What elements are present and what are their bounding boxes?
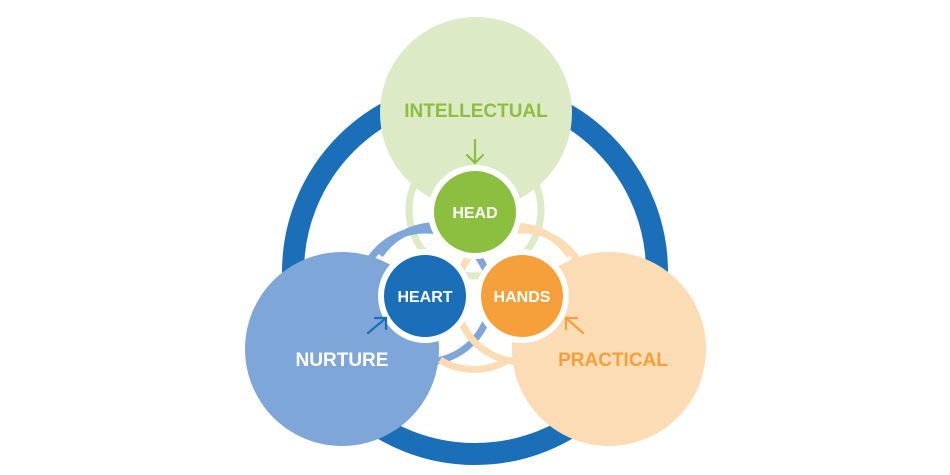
heart-label: HEART xyxy=(397,289,452,306)
arrow-nurture-to-heart-icon xyxy=(366,316,388,335)
arrow-practical-to-hands-icon xyxy=(564,316,585,335)
heart-circle xyxy=(378,249,472,343)
head-circle xyxy=(428,165,522,259)
practical-label: PRACTICAL xyxy=(558,350,668,371)
arrow-intellectual-to-head-icon xyxy=(465,138,485,165)
hands-circle xyxy=(475,249,569,343)
intellectual-circle xyxy=(380,17,572,209)
nurture-label: NURTURE xyxy=(296,350,389,371)
intellectual-label: INTELLECTUAL xyxy=(404,101,548,122)
hands-label: HANDS xyxy=(494,289,551,306)
head-label: HEAD xyxy=(452,205,497,222)
connector-arc-bottom xyxy=(438,356,510,373)
